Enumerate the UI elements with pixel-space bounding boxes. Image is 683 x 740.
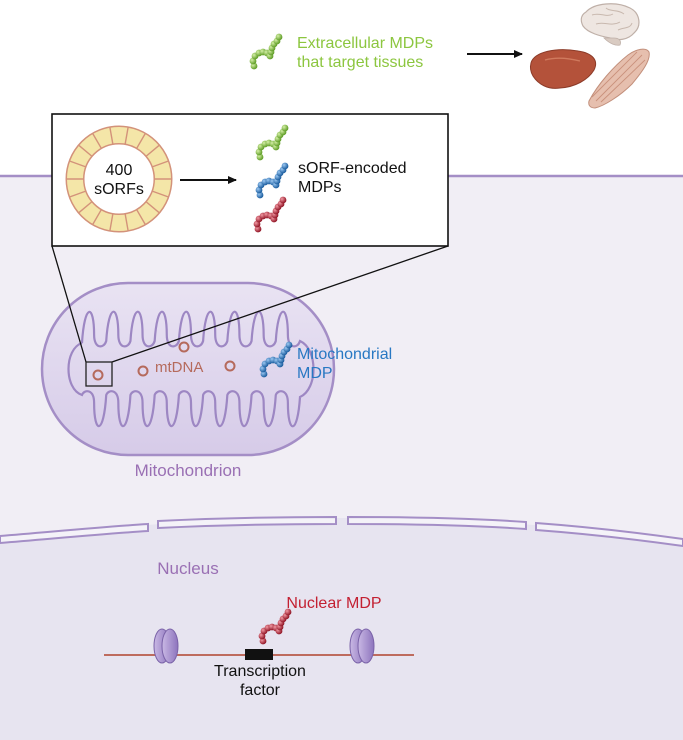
histone-icon <box>349 628 375 664</box>
peptide-chain-icon <box>259 341 293 378</box>
mtdna-circle <box>92 369 104 381</box>
histone-icon <box>153 628 179 664</box>
transcription-factor-label: Transcription <box>214 663 306 680</box>
mtdna-circle <box>224 360 236 372</box>
peptide-chain-icon <box>249 33 283 70</box>
zoom-line-left <box>51 245 87 363</box>
liver-icon <box>529 49 597 89</box>
mtdna-circle <box>178 341 190 353</box>
mitochondrion <box>40 281 336 457</box>
extracellular-mdps-label: Extracellular MDPs <box>297 35 433 52</box>
target-tissues-label: that target tissues <box>297 54 423 71</box>
nucleus-label: Nucleus <box>157 559 218 578</box>
mtdna-circles <box>92 341 236 381</box>
transcription-factor-label-line2: factor <box>240 682 281 699</box>
nuclear-envelope <box>0 515 683 548</box>
brain-icon <box>580 3 640 46</box>
sorf-count: 400 <box>106 162 133 179</box>
peptide-chain-icon <box>255 162 289 199</box>
mito-cristae <box>67 310 315 428</box>
transcription-factor-block <box>245 649 273 660</box>
zoom-line-right <box>111 245 449 363</box>
sorf-encoded-label: sORF-encoded <box>298 160 407 177</box>
zoom-source-box <box>85 361 113 387</box>
sorf-ring <box>65 125 173 233</box>
mitochondrion-label: Mitochondrion <box>135 461 242 480</box>
peptide-chain-icon <box>258 608 292 645</box>
nucleus-region <box>0 518 683 740</box>
mitochondrial-mdp-label-line2: MDP <box>297 365 333 382</box>
sorf-count-label: sORFs <box>94 181 144 198</box>
mitochondrial-mdp-label: Mitochondrial <box>297 346 392 363</box>
mtdna-label: mtDNA <box>155 359 203 376</box>
mdps-label: MDPs <box>298 179 342 196</box>
mtdna-circle <box>137 365 149 377</box>
mito-outer-membrane <box>40 281 336 457</box>
muscle-icon <box>588 48 650 109</box>
peptide-chain-icon <box>253 196 287 233</box>
nuclear-mdp-label: Nuclear MDP <box>286 595 381 612</box>
peptide-chain-icon <box>255 124 289 161</box>
